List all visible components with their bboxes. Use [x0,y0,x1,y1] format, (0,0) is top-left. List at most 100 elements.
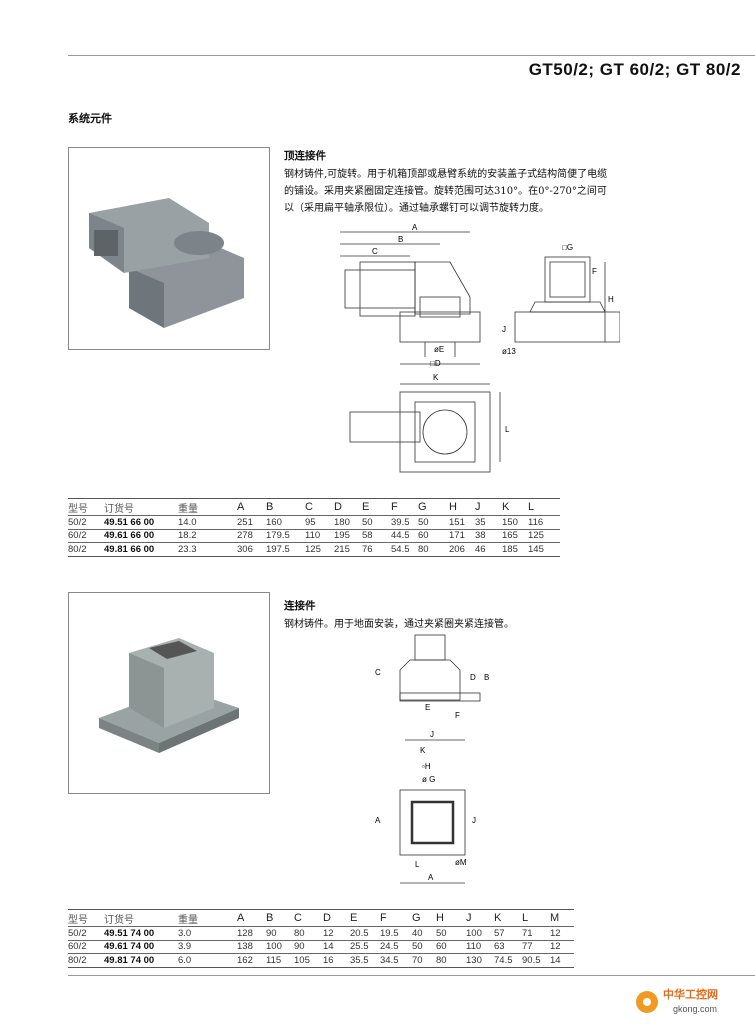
table-cell: 14.0 [178,515,237,529]
table-cell: 49.51 66 00 [104,515,178,529]
column-header: L [528,498,560,516]
dim-label-l: L [415,860,420,869]
description-line: 钢材铸件。用于地面安装，通过夹紧圈夹紧连接管。 [284,619,514,630]
column-header: J [475,498,502,516]
table-cell: 77 [522,939,550,954]
table-cell: 40 [412,926,436,940]
table-cell: 115 [266,953,294,968]
column-header: C [305,498,334,516]
table-cell: 6.0 [178,953,237,968]
dim-label-e: E [425,703,430,712]
table-cell: 80 [418,542,449,557]
table-cell: 46 [475,542,502,557]
column-header: F [380,909,412,927]
table-cell: 16 [323,953,350,968]
section-heading: 系统元件 [68,112,112,125]
column-header: G [412,909,436,927]
table-cell: 49.61 66 00 [104,528,178,543]
table-cell: 116 [528,515,560,529]
watermark-brand: 中华工控网 [663,987,718,1001]
column-header: F [391,498,418,516]
table-cell: 76 [362,542,391,557]
table-cell: 50 [436,926,466,940]
table-cell: 110 [466,939,494,954]
table-cell: 57 [494,926,522,940]
column-header: E [362,498,391,516]
column-header: H [436,909,466,927]
description-line: 钢材铸件,可旋转。用于机箱顶部或悬臂系统的安装盖子式结构简便了电缆 [284,169,608,180]
footer-rule [68,975,755,976]
column-header: D [323,909,350,927]
table-cell: 50 [412,939,436,954]
dim-label-b: B [398,235,403,244]
column-header: A [237,498,266,516]
dim-label-h: ▫H [422,762,431,771]
dim-label-l: L [505,425,510,434]
table-cell: 195 [334,528,362,543]
dim-label-d: □D [430,359,441,368]
dim-label-g: □G [562,243,573,252]
column-header: 型号 [68,909,104,927]
column-header: C [294,909,323,927]
dim-label-j: J [502,325,506,334]
table-cell: 90 [266,926,294,940]
column-header: A [237,909,266,927]
table-cell: 54.5 [391,542,418,557]
connector-image [99,638,239,753]
dim-label-e: øE [434,345,444,354]
table-cell: 38 [475,528,502,543]
dim-label-a: A [412,223,418,232]
column-header: J [466,909,494,927]
watermark-url: gkong.com [673,1004,717,1014]
technical-drawing-connector: C D B E F J K ▫H ø G A J øM L A [375,634,489,884]
column-header: M [550,909,574,927]
table-cell: 19.5 [380,926,412,940]
table-cell: 58 [362,528,391,543]
table-cell: 14 [550,953,574,968]
table-cell: 3.9 [178,939,237,954]
table-cell: 95 [305,515,334,529]
table-cell: 90 [294,939,323,954]
table-cell: 49.81 74 00 [104,953,178,968]
table-cell: 50 [418,515,449,529]
table-cell: 145 [528,542,560,557]
table-cell: 180 [334,515,362,529]
dim-label-a-side: A [375,816,381,825]
table-cell: 14 [323,939,350,954]
table-cell: 60/2 [68,528,104,543]
dim-label-k: K [433,373,439,382]
dim-label-a: A [428,873,434,882]
table-cell: 12 [323,926,350,940]
table-cell: 60 [436,939,466,954]
table-cell: 71 [522,926,550,940]
table-cell: 179.5 [266,528,305,543]
dim-label-g: ø G [422,775,435,784]
dim-label-b: B [484,673,489,682]
column-header: 订货号 [104,909,178,927]
table-cell: 80 [294,926,323,940]
technical-drawing-top-connector: A B C øE □D K L □G H F J ø13 [340,223,620,473]
table-cell: 49.61 74 00 [104,939,178,954]
product-description: 连接件 钢材铸件。用于地面安装，通过夹紧圈夹紧连接管。 [284,598,744,633]
dim-label-c: C [372,247,378,256]
top-connector-image [89,198,244,328]
table-cell: 74.5 [494,953,522,968]
column-header: 订货号 [104,498,178,516]
table-cell: 165 [502,528,528,543]
description-line: 以（采用扁平轴承限位）。通过轴承螺钉可以调节旋转力度。 [284,203,549,214]
table-cell: 105 [294,953,323,968]
table-cell: 80/2 [68,953,104,968]
table-cell: 18.2 [178,528,237,543]
table-cell: 70 [412,953,436,968]
table-cell: 34.5 [380,953,412,968]
product-name: 连接件 [284,600,316,612]
table-cell: 50/2 [68,926,104,940]
table-cell: 90.5 [522,953,550,968]
